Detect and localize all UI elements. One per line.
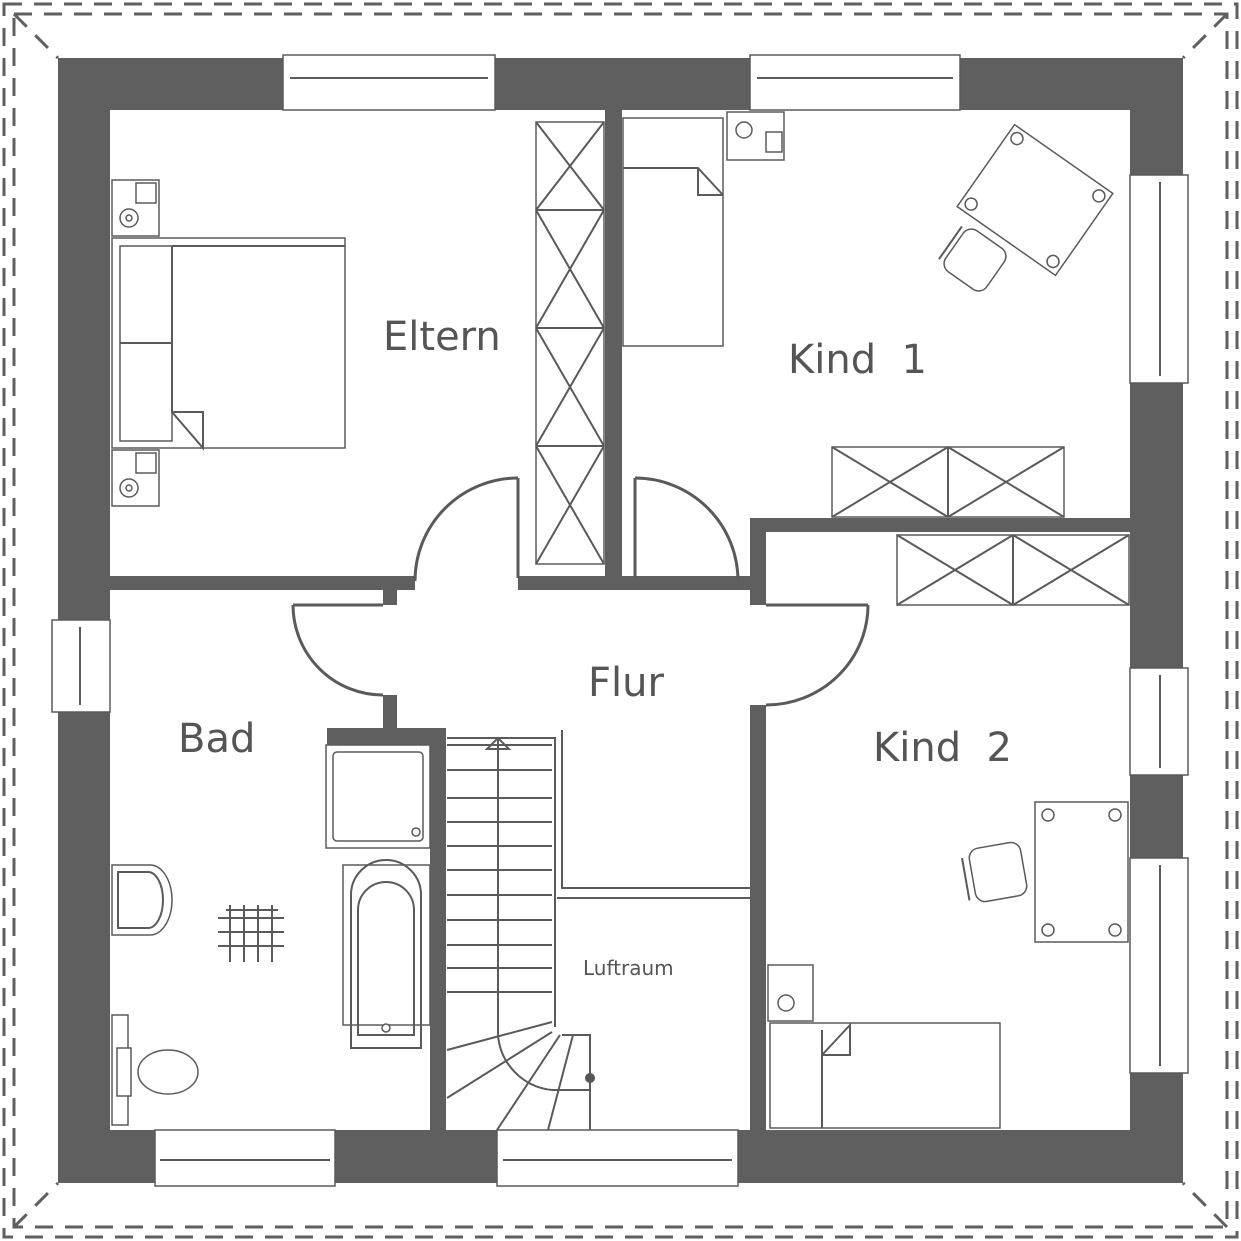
kind2-furniture bbox=[767, 534, 1130, 1129]
room-label-flur: Flur bbox=[588, 660, 664, 706]
bathtub bbox=[342, 864, 431, 1026]
wardrobe-eltern bbox=[535, 121, 605, 565]
room-label-kind1: Kind 1 bbox=[788, 337, 927, 383]
chair bbox=[938, 225, 1007, 292]
eltern-furniture bbox=[111, 121, 605, 565]
chair bbox=[961, 841, 1028, 903]
kind1-furniture bbox=[622, 111, 1114, 518]
bed bbox=[769, 1022, 1001, 1129]
sink bbox=[111, 864, 173, 936]
window-kind1-top bbox=[749, 54, 961, 111]
windows bbox=[51, 54, 1189, 1187]
floor-drain-grid bbox=[218, 905, 284, 962]
window-flur-bottom bbox=[496, 1129, 739, 1187]
room-label-luftraum: Luftraum bbox=[583, 956, 674, 980]
door-eltern bbox=[413, 476, 519, 582]
desk bbox=[956, 123, 1114, 277]
bad-furniture bbox=[111, 744, 431, 1126]
interior-walls bbox=[110, 110, 1130, 1130]
doors bbox=[291, 476, 870, 707]
room-label-bad: Bad bbox=[178, 716, 255, 762]
staircase bbox=[446, 730, 750, 1131]
window-eltern bbox=[282, 54, 496, 111]
door-bad bbox=[291, 604, 384, 697]
door-kind1 bbox=[634, 476, 740, 582]
bed bbox=[622, 117, 724, 347]
room-label-kind2: Kind 2 bbox=[873, 725, 1012, 771]
wardrobe-kind1 bbox=[831, 446, 1065, 518]
nightstand bbox=[767, 964, 814, 1022]
toilet bbox=[111, 1014, 199, 1126]
room-label-eltern: Eltern bbox=[383, 314, 501, 360]
door-kind2 bbox=[765, 604, 870, 707]
desk bbox=[1034, 801, 1129, 943]
wardrobe-kind2 bbox=[896, 534, 1130, 606]
window-bad-bottom bbox=[154, 1129, 336, 1187]
